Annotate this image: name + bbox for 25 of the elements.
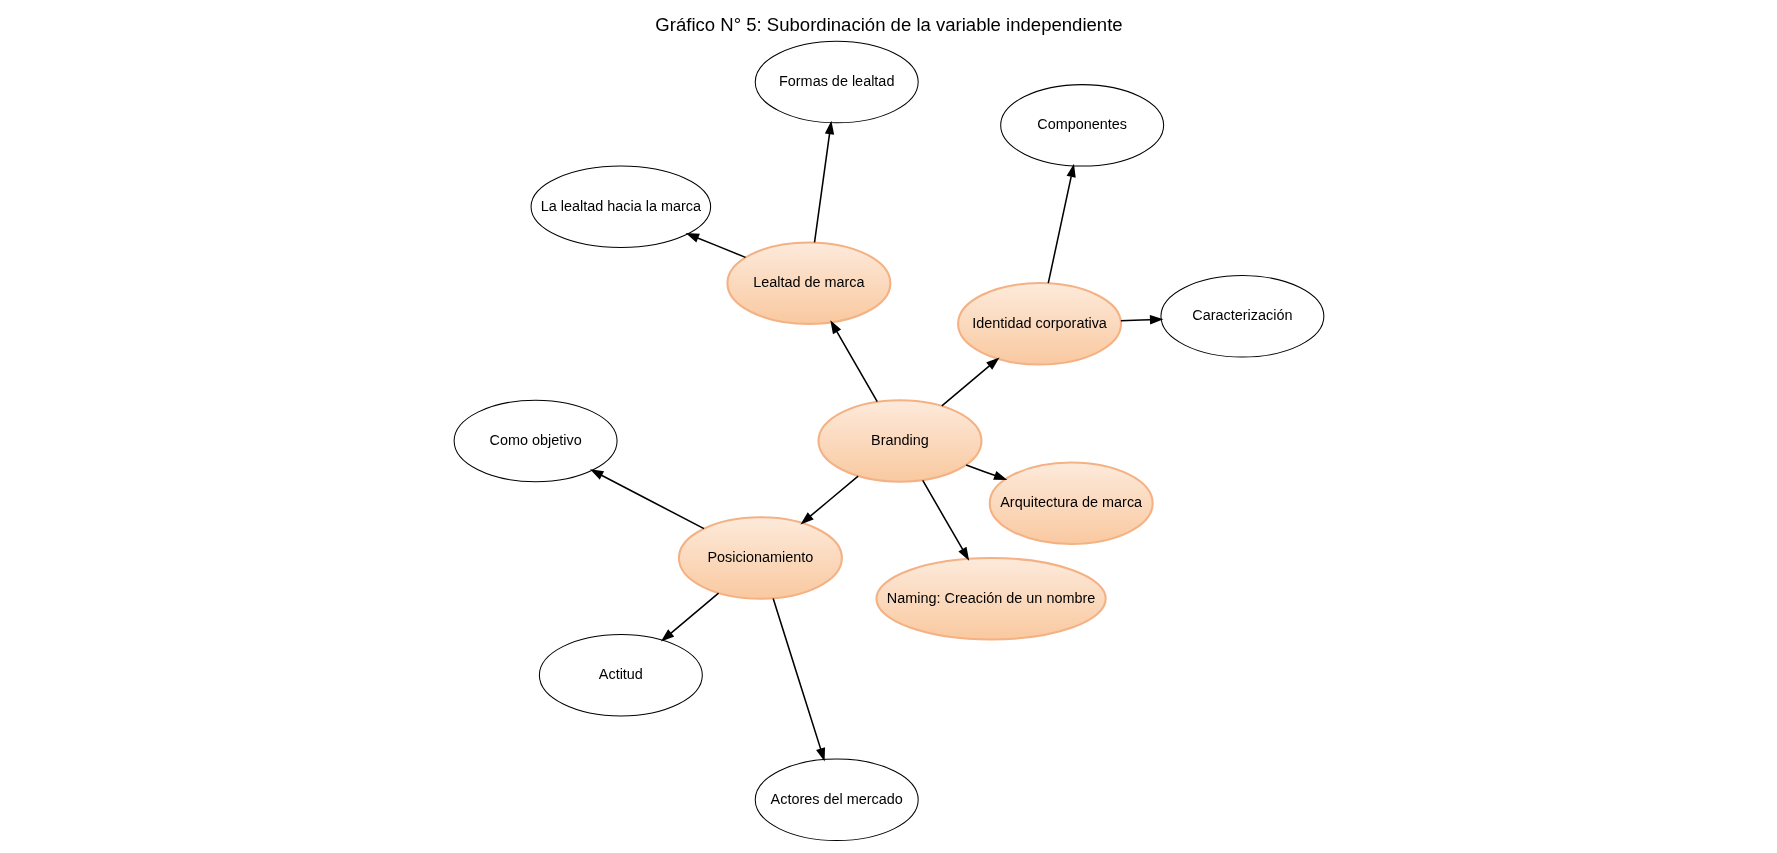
node-ellipse: Posicionamiento (677, 516, 843, 600)
arrow (829, 320, 878, 403)
arrow (771, 597, 825, 762)
arrow (660, 592, 719, 642)
node-ellipse: Naming: Creación de un nombre (874, 556, 1107, 641)
arrow (1047, 163, 1076, 284)
node-ellipse: Arquitectura de marca (988, 461, 1154, 545)
arrow (964, 464, 1007, 481)
arrow (685, 233, 746, 259)
node-ellipse: Identidad corporativa (956, 282, 1122, 366)
node-ellipse: Caracterización (1159, 275, 1324, 358)
arrow (813, 120, 834, 244)
arrow (940, 357, 999, 407)
arrow (921, 479, 969, 561)
arrow (1119, 315, 1163, 325)
node-ellipse: Branding (817, 399, 982, 483)
node-ellipse: Componentes (999, 84, 1164, 167)
node-ellipse: Actitud (538, 633, 703, 717)
node-ellipse: Actores del mercado (754, 758, 919, 842)
node-ellipse: La lealtad hacia la marca (530, 165, 711, 248)
diagram-title: Gráfico N° 5: Subordinación de la variable independiente (654, 14, 1123, 36)
arrow (589, 469, 705, 530)
arrow (799, 475, 859, 525)
node-ellipse: Formas de lealtad (754, 40, 919, 124)
node-ellipse: Lealtad de marca (725, 241, 891, 325)
